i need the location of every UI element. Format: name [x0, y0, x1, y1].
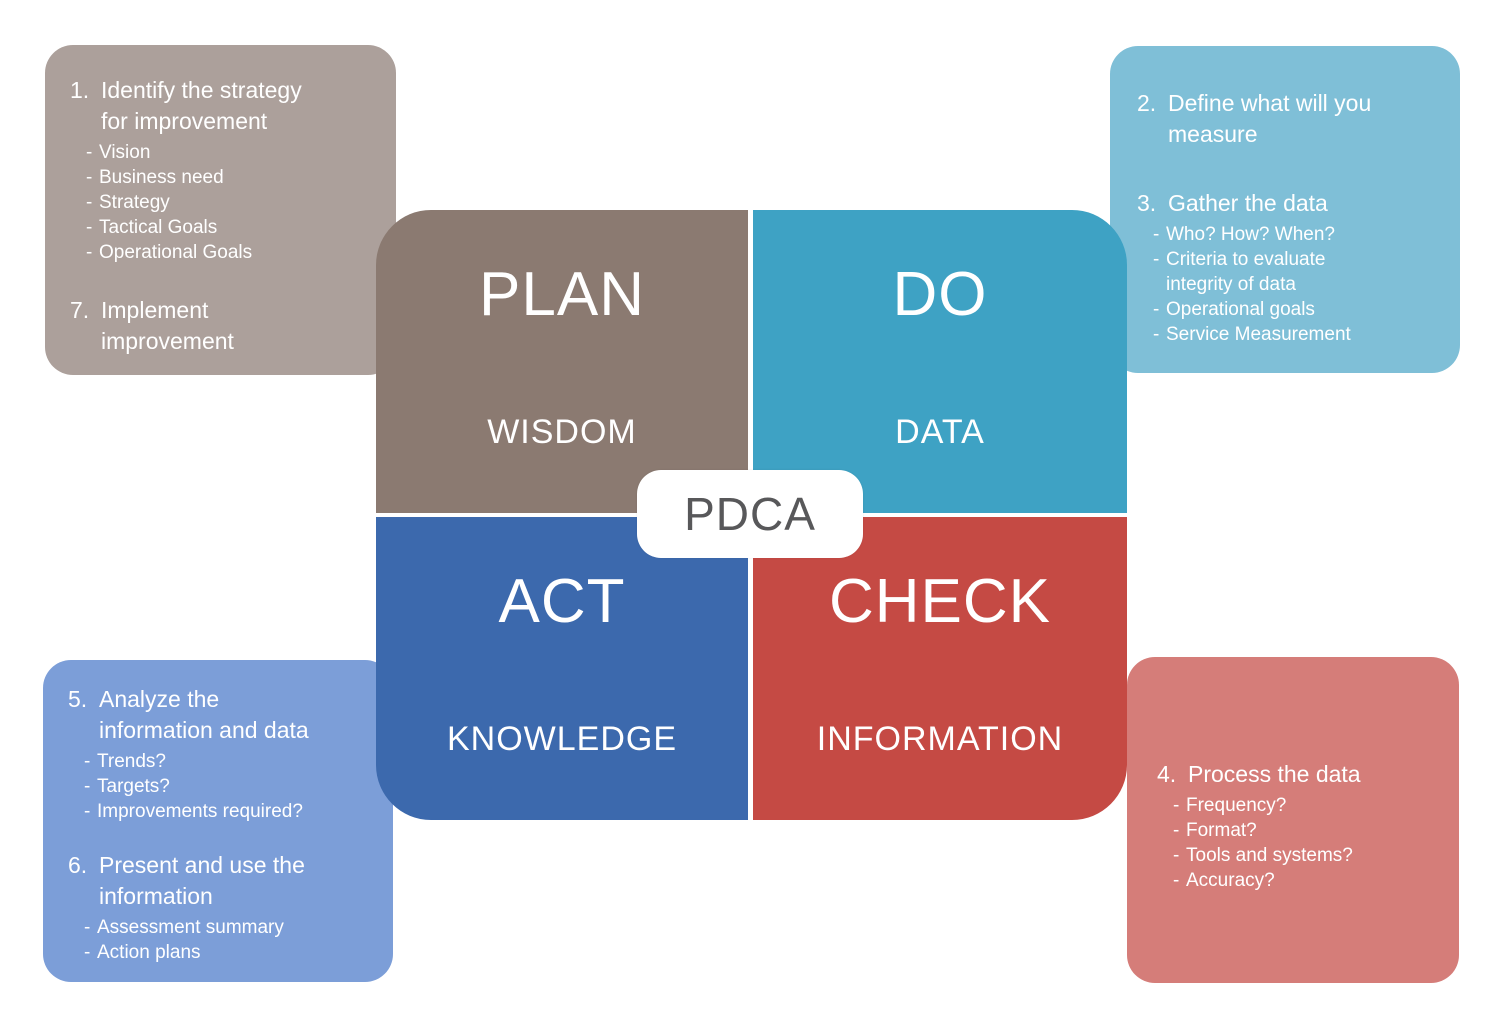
list-item: -Assessment summary — [84, 917, 284, 938]
quadrant-act: ACT KNOWLEDGE — [376, 517, 748, 820]
bullet-dash: - — [86, 167, 93, 188]
callout-section: 7. Implement improvement — [70, 295, 378, 357]
bullet-dash: - — [1153, 299, 1160, 320]
list-item: -Format? — [1173, 820, 1257, 841]
callout-bottom-left: 5. Analyze the information and data -Tre… — [43, 660, 393, 982]
callout-bottom-right: 4. Process the data -Frequency? -Format?… — [1127, 657, 1459, 983]
heading-text: Gather the data — [1168, 188, 1448, 219]
bullet-dash: - — [1153, 224, 1160, 245]
bullet-dash: - — [86, 242, 93, 263]
pdca-center-badge: PDCA — [637, 470, 863, 558]
section-heading: 6. Present and use the information — [68, 850, 381, 912]
list-item: -Criteria to evaluate integrity of data — [1153, 249, 1326, 295]
heading-line: measure — [1168, 121, 1258, 147]
list-item: -Business need — [86, 167, 224, 188]
list-item: -Tools and systems? — [1173, 845, 1353, 866]
bullet-dash: - — [1173, 795, 1180, 816]
heading-line: Gather the data — [1168, 190, 1328, 216]
section-heading: 7. Implement improvement — [70, 295, 378, 357]
heading-number: 1. — [70, 77, 90, 103]
list-item: -Targets? — [84, 776, 170, 797]
heading-number: 6. — [68, 852, 88, 878]
bullet-dash: - — [1173, 845, 1180, 866]
heading-number: 3. — [1137, 190, 1157, 216]
bullet-dash: - — [84, 751, 91, 772]
list-item: -Strategy — [86, 192, 170, 213]
bullet-dash: - — [84, 942, 91, 963]
heading-line: Present and use the — [99, 852, 305, 878]
heading-number: 7. — [70, 297, 90, 323]
heading-line: information and data — [99, 717, 309, 743]
quadrant-act-subtitle: KNOWLEDGE — [446, 720, 678, 758]
heading-line: Implement — [101, 297, 209, 323]
quadrant-check-title: CHECK — [828, 567, 1052, 636]
callout-section: 4. Process the data -Frequency? -Format?… — [1157, 759, 1449, 893]
bullet-list: -Assessment summary -Action plans — [84, 915, 381, 965]
bullet-dash: - — [84, 801, 91, 822]
callout-section: 6. Present and use the information -Asse… — [68, 850, 381, 965]
heading-text: Present and use the information — [99, 850, 381, 912]
list-item: -Operational goals — [1153, 299, 1315, 320]
bullet-list: -Who? How? When? -Criteria to evaluate i… — [1153, 222, 1448, 347]
heading-number: 4. — [1157, 761, 1177, 787]
quadrant-plan-title: PLAN — [479, 260, 645, 329]
heading-text: Analyze the information and data — [99, 684, 381, 746]
list-item: -Vision — [86, 142, 151, 163]
list-item: -Service Measurement — [1153, 324, 1351, 345]
callout-top-right: 2. Define what will you measure 3. Gathe… — [1110, 46, 1460, 373]
callout-section: 3. Gather the data -Who? How? When? -Cri… — [1137, 188, 1448, 347]
heading-line: Analyze the — [99, 686, 220, 712]
heading-number: 2. — [1137, 90, 1157, 116]
quadrant-check: CHECK INFORMATION — [753, 517, 1127, 820]
list-item: -Frequency? — [1173, 795, 1287, 816]
heading-text: Process the data — [1188, 759, 1449, 790]
bullet-dash: - — [84, 776, 91, 797]
bullet-list: -Vision -Business need -Strategy -Tactic… — [86, 140, 378, 265]
section-heading: 4. Process the data — [1157, 759, 1449, 790]
heading-line: Identify the strategy — [101, 77, 302, 103]
bullet-dash: - — [1173, 820, 1180, 841]
list-item: -Who? How? When? — [1153, 224, 1335, 245]
heading-number: 5. — [68, 686, 88, 712]
bullet-dash: - — [86, 142, 93, 163]
quadrant-act-title: ACT — [498, 567, 626, 636]
quadrant-plan-subtitle: WISDOM — [487, 413, 637, 451]
section-heading: 5. Analyze the information and data — [68, 684, 381, 746]
heading-line: Process the data — [1188, 761, 1361, 787]
list-item: -Operational Goals — [86, 242, 253, 263]
callout-section: 2. Define what will you measure — [1137, 88, 1448, 150]
bullet-dash: - — [84, 917, 91, 938]
quadrant-do-subtitle: DATA — [895, 413, 985, 451]
callout-section: 5. Analyze the information and data -Tre… — [68, 684, 381, 824]
list-item: -Improvements required? — [84, 801, 303, 822]
pdca-label: PDCA — [684, 488, 816, 540]
section-heading: 1. Identify the strategy for improvement — [70, 75, 378, 137]
bullet-dash: - — [86, 192, 93, 213]
bullet-list: -Frequency? -Format? -Tools and systems?… — [1173, 793, 1449, 893]
heading-text: Define what will you measure — [1168, 88, 1448, 150]
list-item: -Action plans — [84, 942, 201, 963]
quadrant-plan: PLAN WISDOM — [376, 210, 748, 513]
section-heading: 3. Gather the data — [1137, 188, 1448, 219]
heading-line: Define what will you — [1168, 90, 1372, 116]
callout-section: 1. Identify the strategy for improvement… — [70, 75, 378, 265]
section-heading: 2. Define what will you measure — [1137, 88, 1448, 150]
bullet-dash: - — [1153, 324, 1160, 345]
heading-line: information — [99, 883, 213, 909]
list-item: -Accuracy? — [1173, 870, 1275, 891]
heading-line: for improvement — [101, 108, 268, 134]
callout-top-left: 1. Identify the strategy for improvement… — [45, 45, 396, 375]
bullet-dash: - — [1153, 249, 1160, 270]
bullet-dash: - — [86, 217, 93, 238]
bullet-dash: - — [1173, 870, 1180, 891]
quadrant-check-subtitle: INFORMATION — [816, 720, 1064, 758]
heading-line: improvement — [101, 328, 234, 354]
bullet-list: -Trends? -Targets? -Improvements require… — [84, 749, 381, 824]
heading-text: Identify the strategy for improvement — [101, 75, 378, 137]
quadrant-do: DO DATA — [753, 210, 1127, 513]
list-item: -Trends? — [84, 751, 166, 772]
list-item: -Tactical Goals — [86, 217, 218, 238]
heading-text: Implement improvement — [101, 295, 378, 357]
quadrant-do-title: DO — [892, 260, 988, 329]
